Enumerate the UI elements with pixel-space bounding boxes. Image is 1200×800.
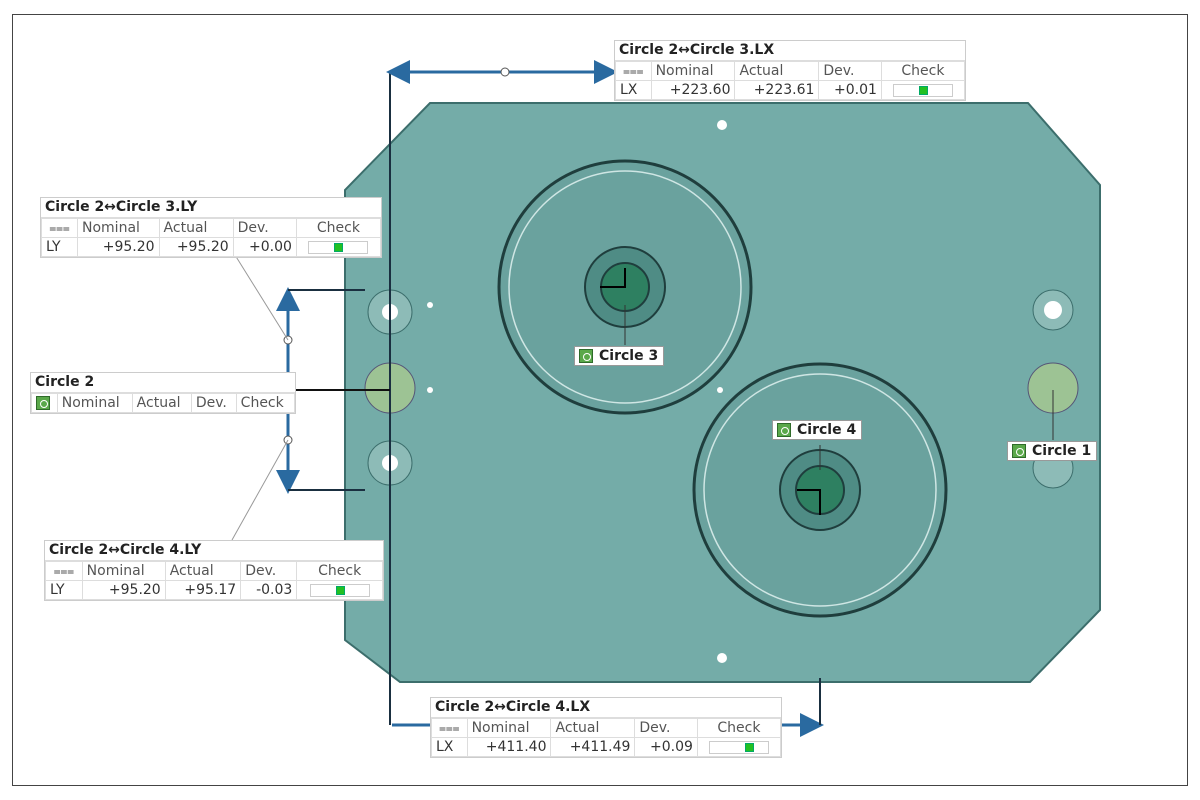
actual-value: +411.49 [550, 737, 636, 757]
col-dev: Dev. [634, 718, 698, 738]
axis: LY [45, 580, 83, 600]
dev-value: +0.09 [634, 737, 698, 757]
nominal-value: +95.20 [77, 237, 160, 257]
dev-value: +0.00 [232, 237, 297, 257]
col-actual: Actual [550, 718, 636, 738]
actual-value: +223.61 [734, 80, 820, 100]
circle-feature-icon [777, 423, 791, 437]
col-check: Check [296, 561, 383, 581]
dev-value: +0.01 [818, 80, 882, 100]
dimension-icon: ⩶ [41, 218, 78, 238]
annotation-title: Circle 2↔Circle 4.LY [45, 541, 383, 561]
col-nominal: Nominal [77, 218, 160, 238]
col-dev: Dev. [818, 61, 882, 81]
part-plate [344, 102, 1101, 683]
check-indicator [708, 740, 769, 754]
col-dev: Dev. [190, 393, 237, 413]
col-actual: Actual [131, 393, 192, 413]
circle-3-bore [497, 159, 753, 415]
check-indicator [309, 583, 370, 597]
label-text: Circle 4 [797, 422, 857, 438]
col-actual: Actual [164, 561, 242, 581]
col-dev: Dev. [232, 218, 297, 238]
col-nominal: Nominal [56, 393, 133, 413]
annotation-title: Circle 2↔Circle 4.LX [431, 698, 781, 718]
label-circle-1[interactable]: Circle 1 [1007, 441, 1098, 461]
nominal-value: +95.20 [81, 580, 166, 600]
col-check: Check [880, 61, 966, 81]
annotation-title: Circle 2↔Circle 3.LY [41, 198, 381, 218]
col-check: Check [295, 218, 382, 238]
circle-feature-icon [579, 349, 593, 363]
axis: LY [41, 237, 78, 257]
label-text: Circle 1 [1032, 443, 1092, 459]
annotation-title: Circle 2 [31, 373, 295, 393]
dimension-lines [231, 60, 1054, 737]
label-circle-3[interactable]: Circle 3 [574, 346, 665, 366]
label-circle-4[interactable]: Circle 4 [772, 420, 863, 440]
col-nominal: Nominal [650, 61, 736, 81]
col-nominal: Nominal [81, 561, 166, 581]
dimension-icon: ⩶ [45, 561, 83, 581]
dev-value: -0.03 [240, 580, 298, 600]
col-check: Check [235, 393, 296, 413]
check-indicator [892, 83, 953, 97]
col-actual: Actual [158, 218, 234, 238]
label-text: Circle 3 [599, 348, 659, 364]
dimension-icon: ⩶ [431, 718, 468, 738]
col-dev: Dev. [240, 561, 298, 581]
viewport-frame [12, 14, 1188, 786]
check-indicator [308, 240, 369, 254]
dimension-icon: ⩶ [615, 61, 652, 81]
nominal-value: +411.40 [466, 737, 552, 757]
axis: LX [615, 80, 652, 100]
col-check: Check [696, 718, 782, 738]
nominal-value: +223.60 [650, 80, 736, 100]
actual-value: +95.17 [164, 580, 242, 600]
col-nominal: Nominal [466, 718, 552, 738]
axis: LX [431, 737, 468, 757]
circle-4-bore [692, 362, 948, 618]
circle-feature-icon [36, 396, 50, 410]
actual-value: +95.20 [158, 237, 234, 257]
col-actual: Actual [734, 61, 820, 81]
annotation-title: Circle 2↔Circle 3.LX [615, 41, 965, 61]
circle-feature-icon [1012, 444, 1026, 458]
